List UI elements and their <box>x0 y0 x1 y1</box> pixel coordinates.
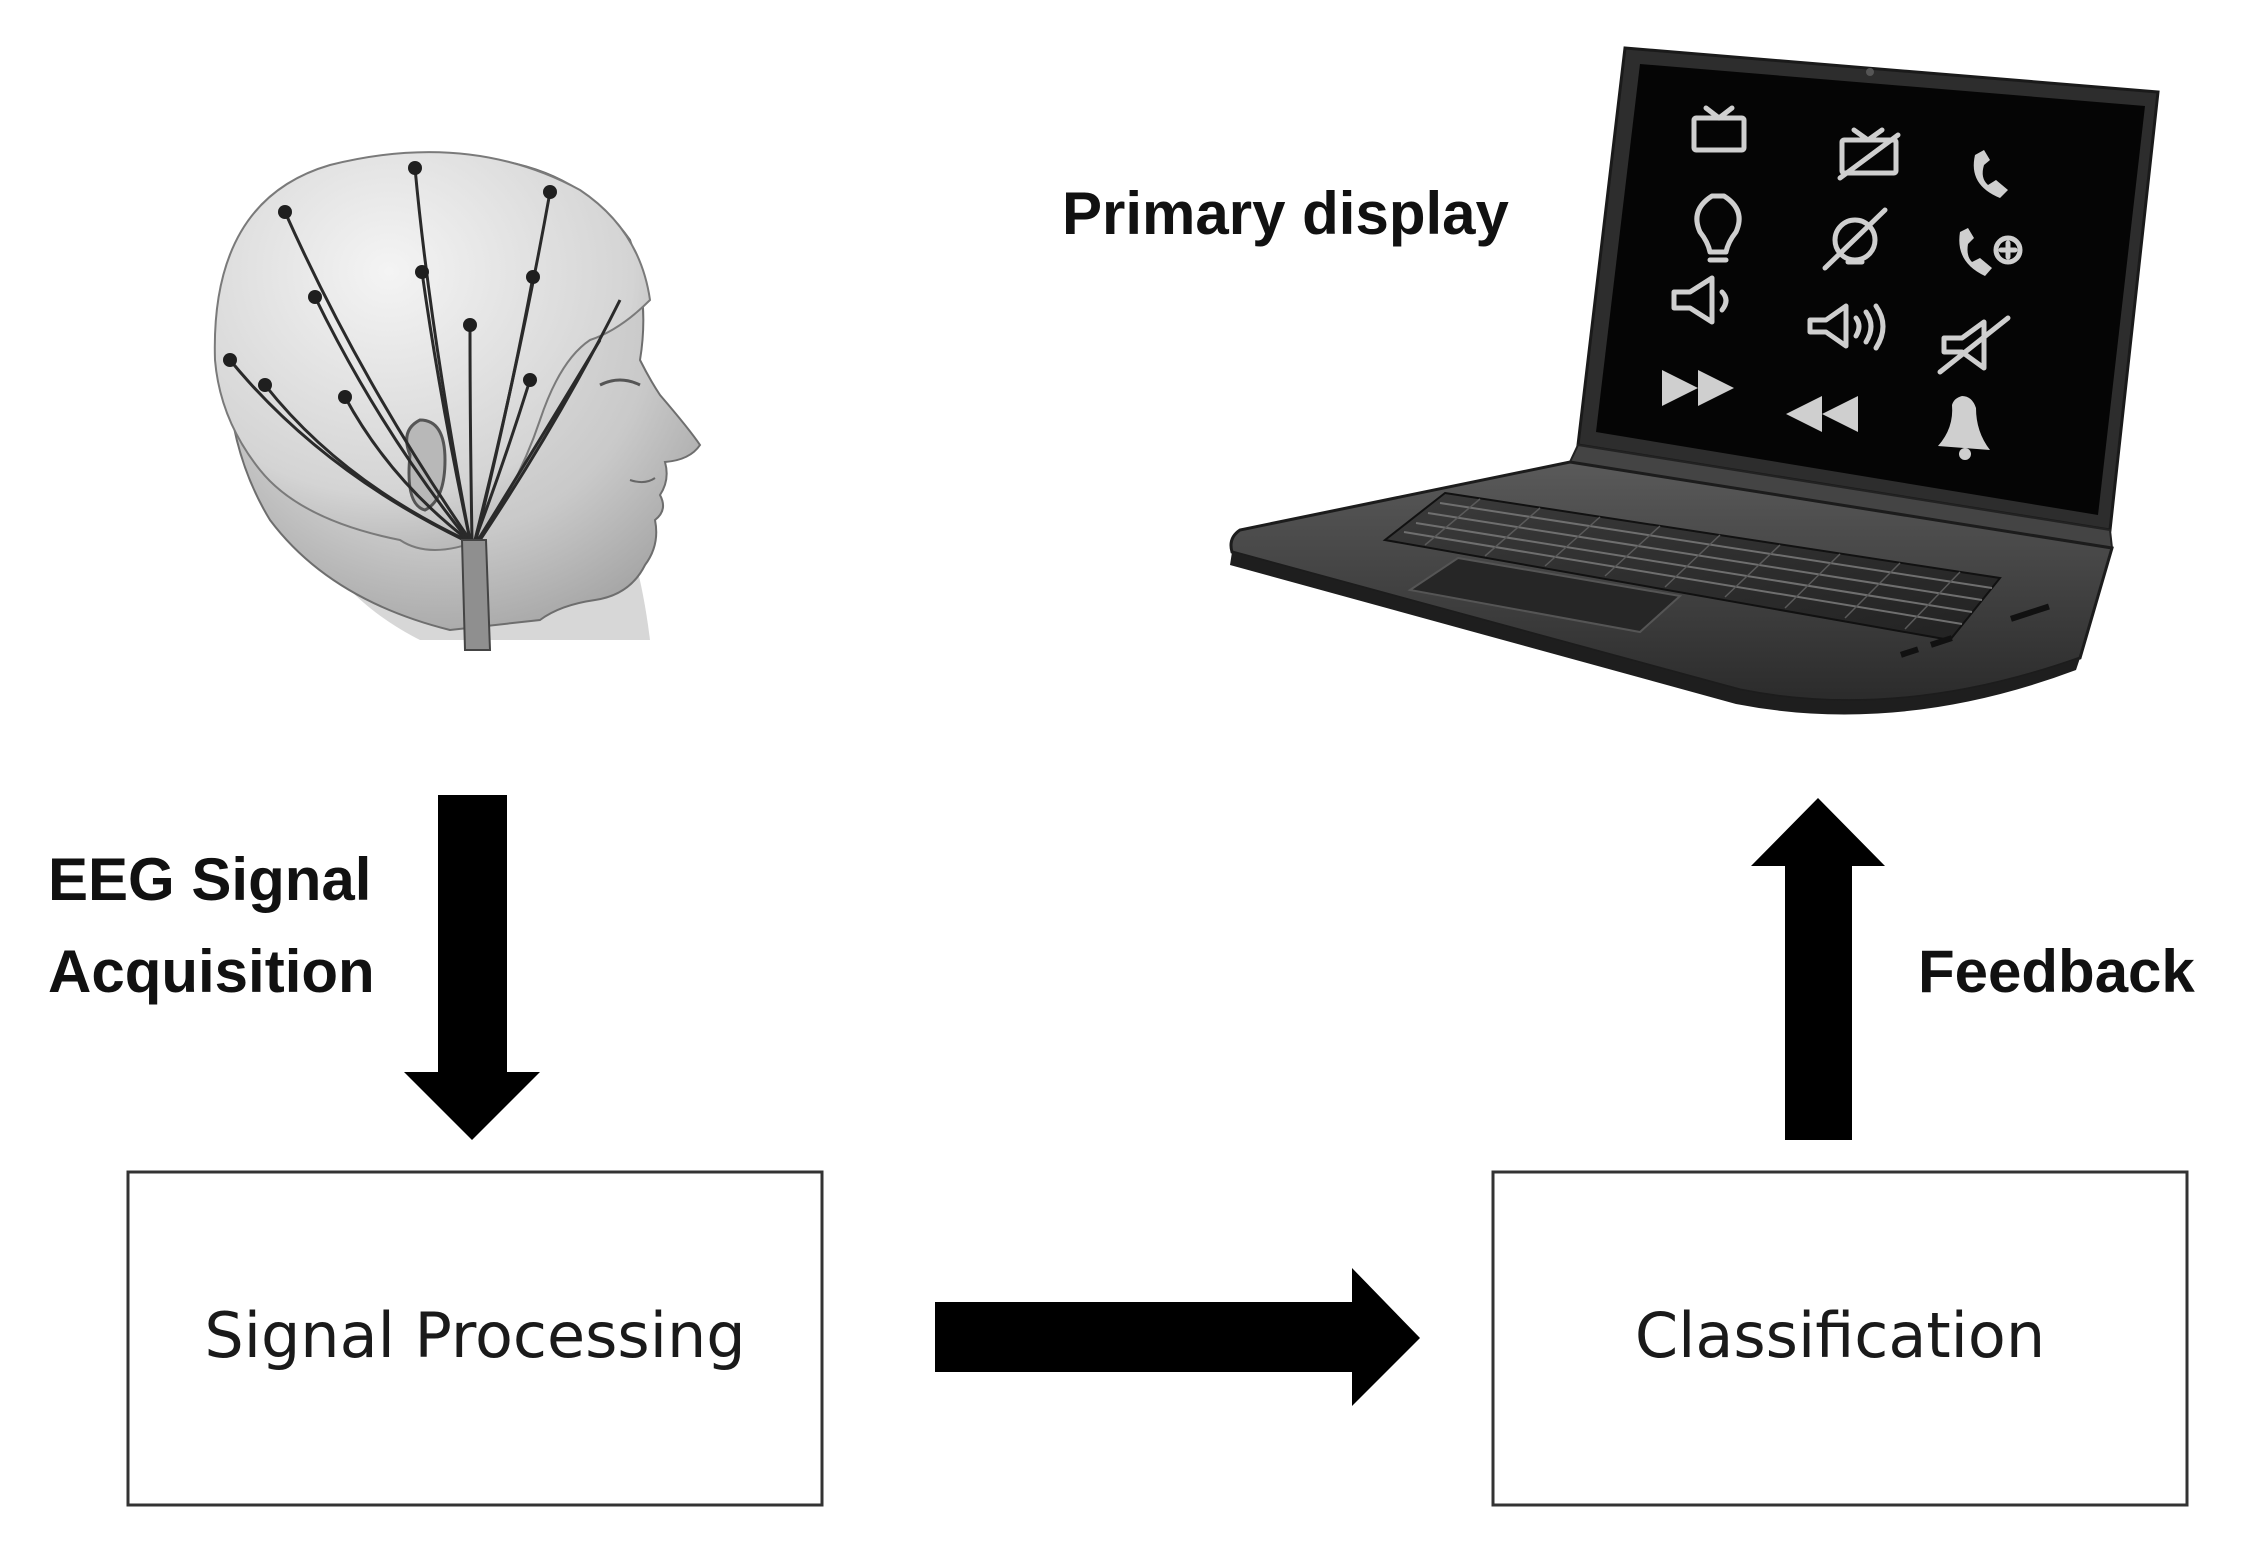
laptop-illustration <box>1229 46 2160 715</box>
eeg-acquisition-label-line1: EEG Signal <box>48 846 372 913</box>
classification-label: Classification <box>1635 1299 2045 1372</box>
signal-processing-label: Signal Processing <box>204 1299 745 1372</box>
lightbulb-icon <box>1694 193 1742 263</box>
down-arrow-icon <box>404 795 540 1140</box>
feedback-label: Feedback <box>1918 938 2195 1005</box>
rewind-icon <box>1786 396 1858 432</box>
up-arrow-icon <box>1751 798 1885 1140</box>
volume-mute-icon <box>1937 315 2011 375</box>
light-off-icon <box>1822 207 1888 271</box>
laptop-screen <box>1596 64 2145 515</box>
volume-high-icon <box>1807 303 1886 351</box>
tv-off-icon <box>1837 127 1901 181</box>
volume-low-icon <box>1671 275 1729 325</box>
phone-icon <box>1973 150 2008 198</box>
bell-icon <box>1938 396 1990 460</box>
phone-add-icon <box>1959 228 2023 276</box>
primary-display-label: Primary display <box>1062 180 1509 247</box>
right-arrow-icon <box>935 1268 1420 1406</box>
tv-icon <box>1691 105 1747 153</box>
eeg-head-illustration <box>213 151 702 651</box>
signal-processing-box: Signal Processing <box>126 1170 824 1507</box>
fast-forward-icon <box>1662 370 1734 406</box>
eeg-acquisition-label-line2: Acquisition <box>48 938 375 1005</box>
classification-box: Classification <box>1491 1170 2189 1507</box>
